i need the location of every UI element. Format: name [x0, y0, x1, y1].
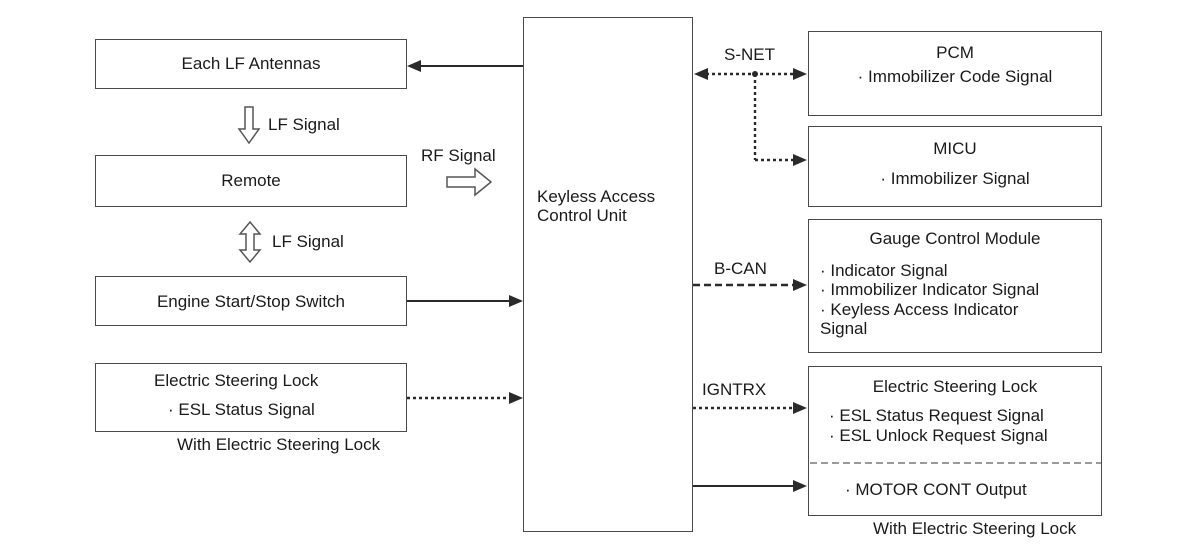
remote-label: Remote	[221, 171, 281, 190]
esl-right-signal-2: · ESL Unlock Request Signal	[829, 426, 1048, 445]
bcan-arrowhead	[793, 279, 807, 291]
igntrx-out-label: IGNTRX	[702, 380, 767, 399]
lf-signal-down-arrow	[237, 106, 261, 145]
antenna-arrowhead	[407, 60, 421, 72]
esl-right-box	[808, 366, 1102, 516]
engine-switch-label: Engine Start/Stop Switch	[156, 292, 346, 311]
esl-left-caption: With Electric Steering Lock	[177, 435, 381, 454]
gauge-signal-1: · Indicator Signal	[820, 261, 948, 280]
snet-micu-arrowhead	[793, 154, 807, 166]
snet-junction	[752, 71, 758, 77]
snet-pcm-arrowhead	[793, 68, 807, 80]
lf-signal-label-1: LF Signal	[268, 115, 340, 134]
esl-right-motor-output: · MOTOR CONT Output	[845, 480, 1027, 499]
pcm-signal: · Immobilizer Code Signal	[857, 67, 1053, 86]
gauge-signal-3a: · Keyless Access Indicator	[820, 300, 1019, 319]
esl-right-title: Electric Steering Lock	[872, 377, 1038, 396]
snet-left-arrowhead	[694, 68, 708, 80]
lf-signal-label-2: LF Signal	[272, 232, 344, 251]
keyless-unit-label-1: Keyless Access	[537, 187, 656, 206]
esl-right-signal-1: · ESL Status Request Signal	[829, 406, 1044, 425]
remote-box	[95, 155, 407, 207]
igntrx-out-arrowhead	[793, 402, 807, 414]
micu-box	[808, 126, 1102, 207]
micu-signal: · Immobilizer Signal	[880, 169, 1030, 188]
antennas-box	[95, 39, 407, 89]
gauge-signal-2: · Immobilizer Indicator Signal	[820, 280, 1040, 299]
gauge-signal-3b: Signal	[820, 319, 868, 338]
snet-label: S-NET	[724, 45, 775, 64]
esl-left-signal: · ESL Status Signal	[168, 400, 315, 419]
rf-signal-right-arrow	[446, 167, 493, 197]
keyless-unit-label-2: Control Unit	[537, 206, 627, 225]
micu-title: MICU	[933, 139, 977, 158]
gauge-title: Gauge Control Module	[869, 229, 1041, 248]
rf-signal-label: RF Signal	[421, 146, 496, 165]
engine-switch-arrowhead	[509, 295, 523, 307]
pcm-box	[808, 31, 1102, 116]
esl-right-caption: With Electric Steering Lock	[873, 519, 1077, 538]
gauge-control-module-box	[808, 219, 1102, 353]
esl-left-box	[95, 363, 407, 432]
igntrx-in-arrowhead	[509, 392, 523, 404]
keyless-control-unit-box	[523, 17, 693, 532]
pcm-title: PCM	[936, 43, 974, 62]
lf-signal-bidirectional-arrow	[238, 220, 262, 264]
bcan-label: B-CAN	[714, 259, 767, 278]
motor-output-arrowhead	[793, 480, 807, 492]
engine-switch-box	[95, 276, 407, 326]
esl-left-title: Electric Steering Lock	[154, 371, 319, 390]
antennas-label: Each LF Antennas	[181, 54, 321, 73]
